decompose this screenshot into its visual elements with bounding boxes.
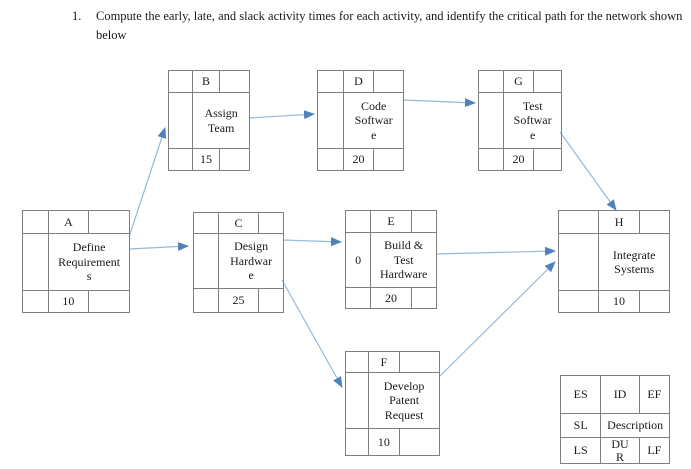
legend-ef-label: EF	[638, 375, 671, 414]
activity-es-cell	[557, 210, 600, 234]
legend-ls-label: LS	[559, 436, 602, 465]
activity-ls-cell	[477, 148, 505, 171]
activity-lf-cell	[257, 288, 285, 313]
activity-es-cell	[316, 70, 345, 93]
arrow-A-to-C	[128, 242, 189, 252]
activity-es-cell	[344, 210, 372, 233]
activity-lf-cell	[532, 148, 563, 171]
arrow-E-to-H	[435, 246, 556, 256]
problem-statement: 1. Compute the early, late, and slack ac…	[72, 7, 686, 45]
activity-es-cell	[477, 70, 505, 93]
activity-description-cell: Code Software	[343, 92, 404, 149]
activity-duration-cell: 10	[48, 290, 89, 313]
activity-slack-cell	[557, 233, 600, 291]
activity-lf-cell	[398, 428, 441, 456]
activity-duration-cell: 15	[192, 148, 220, 171]
activity-lf-cell	[410, 287, 438, 309]
activity-id-cell: D	[343, 70, 374, 93]
activity-slack-cell	[316, 92, 345, 149]
activity-description-cell: Integrate Systems	[598, 233, 670, 291]
activity-description-cell: Develop Patent Request	[368, 372, 440, 429]
activity-duration-cell: 10	[598, 290, 640, 313]
arrow-B-to-D	[248, 110, 315, 120]
legend-sl-label: SL	[559, 413, 602, 438]
arrow-C-to-F	[281, 279, 343, 388]
activity-description-cell: Build & Test Hardware	[370, 232, 437, 288]
activity-description-cell: Assign Team	[192, 92, 250, 149]
activity-es-cell	[167, 70, 194, 93]
activity-id-cell: E	[370, 210, 412, 233]
activity-slack-cell: 0	[344, 232, 372, 288]
activity-lf-cell	[218, 148, 251, 171]
activity-ls-cell	[21, 290, 50, 313]
activity-duration-cell: 10	[368, 428, 400, 456]
activity-slack-cell	[167, 92, 194, 149]
activity-ef-cell	[257, 212, 285, 234]
activity-description-cell: Test Software	[503, 92, 562, 149]
activity-description-cell: Design Hardware	[218, 233, 284, 289]
arrow-A-to-B	[128, 127, 167, 238]
arrow-C-to-E	[282, 237, 342, 247]
activity-id-cell: G	[503, 70, 534, 93]
legend-dur-label: DUR	[600, 436, 640, 465]
activity-ls-cell	[557, 290, 600, 313]
activity-ls-cell	[192, 288, 220, 313]
arrow-G-to-H	[559, 131, 617, 211]
activity-id-cell: H	[598, 210, 640, 234]
legend-lf-label: LF	[638, 436, 671, 465]
activity-duration-cell: 20	[503, 148, 534, 171]
activity-duration-cell: 20	[370, 287, 412, 309]
legend-id-label: ID	[600, 375, 640, 414]
activity-ls-cell	[167, 148, 194, 171]
activity-ls-cell	[344, 428, 370, 456]
activity-id-cell: F	[368, 351, 400, 373]
activity-ef-cell	[638, 210, 671, 234]
problem-text: Compute the early, late, and slack activ…	[96, 9, 683, 42]
activity-ef-cell	[87, 210, 131, 234]
activity-duration-cell: 20	[343, 148, 374, 171]
activity-ef-cell	[372, 70, 405, 93]
activity-slack-cell	[477, 92, 505, 149]
activity-id-cell: A	[48, 210, 89, 234]
legend-es-label: ES	[559, 375, 602, 414]
activity-ls-cell	[344, 287, 372, 309]
problem-number: 1.	[72, 9, 82, 23]
arrow-D-to-G	[402, 98, 476, 108]
activity-ef-cell	[532, 70, 563, 93]
activity-es-cell	[192, 212, 220, 234]
activity-slack-cell	[21, 233, 50, 291]
activity-slack-cell	[192, 233, 220, 289]
activity-lf-cell	[372, 148, 405, 171]
activity-ef-cell	[218, 70, 251, 93]
activity-ef-cell	[398, 351, 441, 373]
activity-ls-cell	[316, 148, 345, 171]
activity-id-cell: C	[218, 212, 259, 234]
activity-lf-cell	[87, 290, 131, 313]
activity-duration-cell: 25	[218, 288, 259, 313]
arrow-F-to-H	[438, 261, 556, 378]
activity-lf-cell	[638, 290, 671, 313]
legend-table: ES ID EF SL Description LS DUR LF	[559, 375, 671, 465]
activity-description-cell: Define Requirements	[48, 233, 130, 291]
activity-id-cell: B	[192, 70, 220, 93]
activity-slack-cell	[344, 372, 370, 429]
legend-description-label: Description	[600, 413, 670, 438]
activity-ef-cell	[410, 210, 438, 233]
activity-es-cell	[21, 210, 50, 234]
activity-es-cell	[344, 351, 370, 373]
